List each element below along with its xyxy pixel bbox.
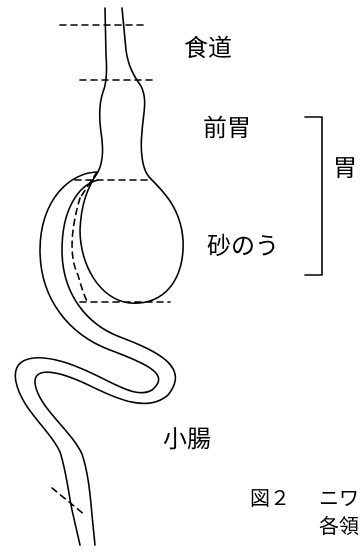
- duodenum-inner-dashed-line: [79, 171, 98, 199]
- intestine-inner-dashed-path: [71, 197, 89, 304]
- figure-number: 図２: [250, 486, 290, 510]
- esophagus-proventriculus-gizzard-outline: [79, 7, 184, 304]
- proventriculus-label: 前胃: [203, 114, 251, 142]
- caption-line-2: 各領: [319, 514, 359, 538]
- intestine-inner-wall: [34, 179, 177, 546]
- stomach-bracket: [304, 116, 323, 276]
- gizzard-label: 砂のう: [207, 232, 279, 260]
- caption-line-1: ニワ: [319, 486, 359, 510]
- esophagus-label: 食道: [184, 34, 232, 62]
- small-intestine-label: 小腸: [163, 425, 211, 453]
- stomach-label: 胃: [333, 154, 357, 182]
- intestine-end-boundary: [51, 487, 86, 516]
- intestine-outer-wall: [14, 171, 160, 546]
